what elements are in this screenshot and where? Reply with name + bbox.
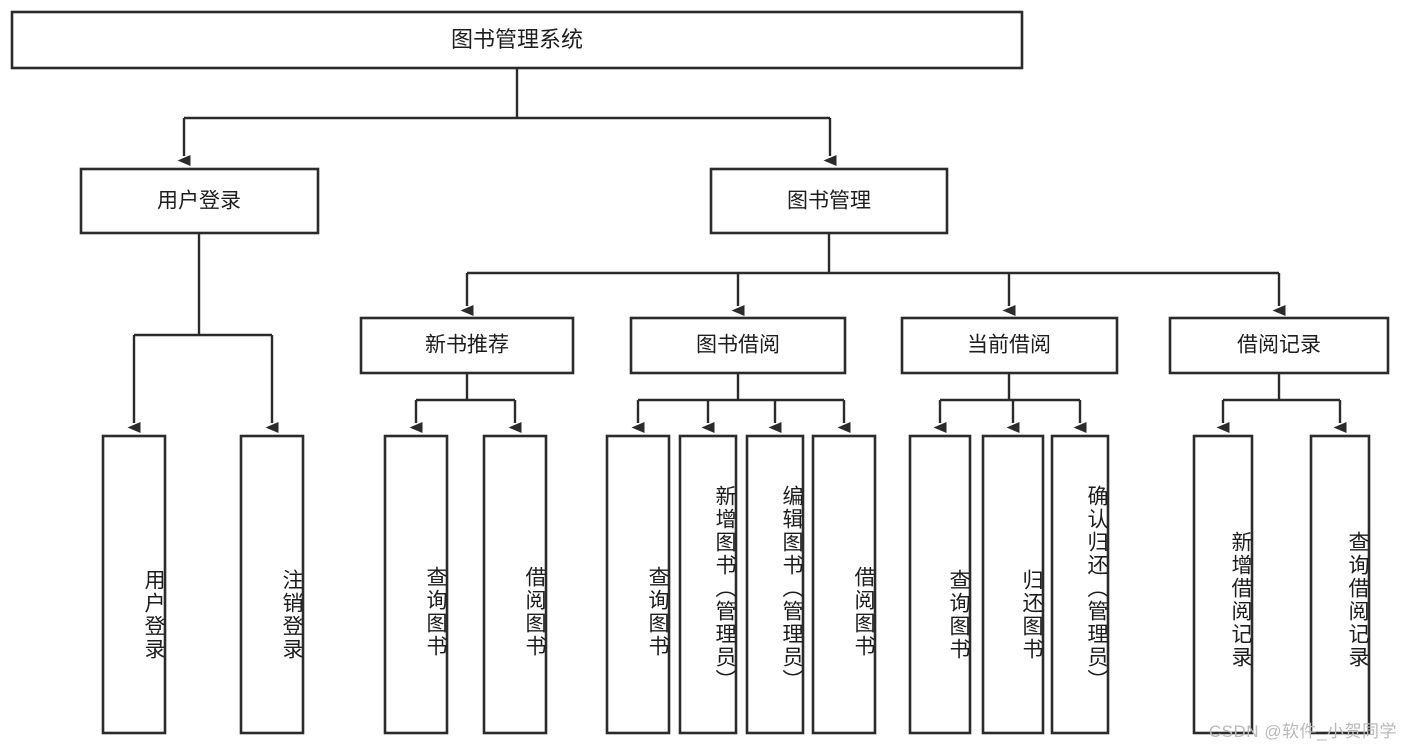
node-current-borrow-box xyxy=(900,316,1119,375)
leaf-box-logout[interactable] xyxy=(239,434,305,735)
node-book-management-label: 图书管理 xyxy=(787,190,871,213)
node-book-management[interactable]: 图书管理 xyxy=(709,167,949,235)
leaf-box-add-book-admin[interactable] xyxy=(678,434,738,735)
node-user-login-box xyxy=(79,167,320,235)
leaf-box-query-book-borrow[interactable] xyxy=(605,434,671,735)
connector-group-newbookrec-children xyxy=(409,373,522,433)
node-book-borrow-box xyxy=(629,316,847,375)
leaf-boxes xyxy=(101,434,1371,735)
node-borrow-record-label: 借阅记录 xyxy=(1237,334,1321,357)
node-new-book-recommend-box xyxy=(359,316,575,375)
node-book-management-box xyxy=(709,167,949,235)
leaf-box-edit-book-admin[interactable] xyxy=(745,434,805,735)
leaf-box-confirm-return-admin[interactable] xyxy=(1050,434,1110,735)
node-new-book-recommend-label: 新书推荐 xyxy=(425,334,509,357)
node-borrow-record[interactable]: 借阅记录 xyxy=(1168,316,1390,375)
node-root-label: 图书管理系统 xyxy=(451,27,583,52)
node-root-box xyxy=(10,10,1024,70)
leaf-box-query-book-current[interactable] xyxy=(908,434,972,735)
connector-group-borrowrecord-children xyxy=(1216,373,1347,433)
connector-group-userlogin-children xyxy=(127,233,279,433)
connector-group-currentborrow-children xyxy=(933,373,1087,433)
node-current-borrow[interactable]: 当前借阅 xyxy=(900,316,1119,375)
connector-group-bookborrow-children xyxy=(631,373,851,433)
node-book-borrow-label: 图书借阅 xyxy=(696,334,780,357)
leaf-box-query-book-rec[interactable] xyxy=(383,434,449,735)
leaf-box-borrow-book-rec[interactable] xyxy=(482,434,548,735)
node-book-borrow[interactable]: 图书借阅 xyxy=(629,316,847,375)
connector-group-root-to-level2 xyxy=(177,68,837,166)
node-new-book-recommend[interactable]: 新书推荐 xyxy=(359,316,575,375)
leaf-box-return-book[interactable] xyxy=(981,434,1045,735)
node-user-login[interactable]: 用户登录 xyxy=(79,167,320,235)
leaf-box-user-login[interactable] xyxy=(101,434,167,735)
connector-group-bookmanage-children xyxy=(460,233,1286,316)
node-root-book-management-system[interactable]: 图书管理系统 xyxy=(10,10,1024,70)
csdn-watermark: CSDN @软件_小贺同学 xyxy=(1208,722,1397,741)
node-current-borrow-label: 当前借阅 xyxy=(967,334,1051,357)
leaf-box-query-borrow-record[interactable] xyxy=(1309,434,1371,735)
node-borrow-record-box xyxy=(1168,316,1390,375)
leaf-box-borrow-book[interactable] xyxy=(811,434,877,735)
leaf-box-add-borrow-record[interactable] xyxy=(1192,434,1254,735)
node-user-login-label: 用户登录 xyxy=(157,190,241,213)
